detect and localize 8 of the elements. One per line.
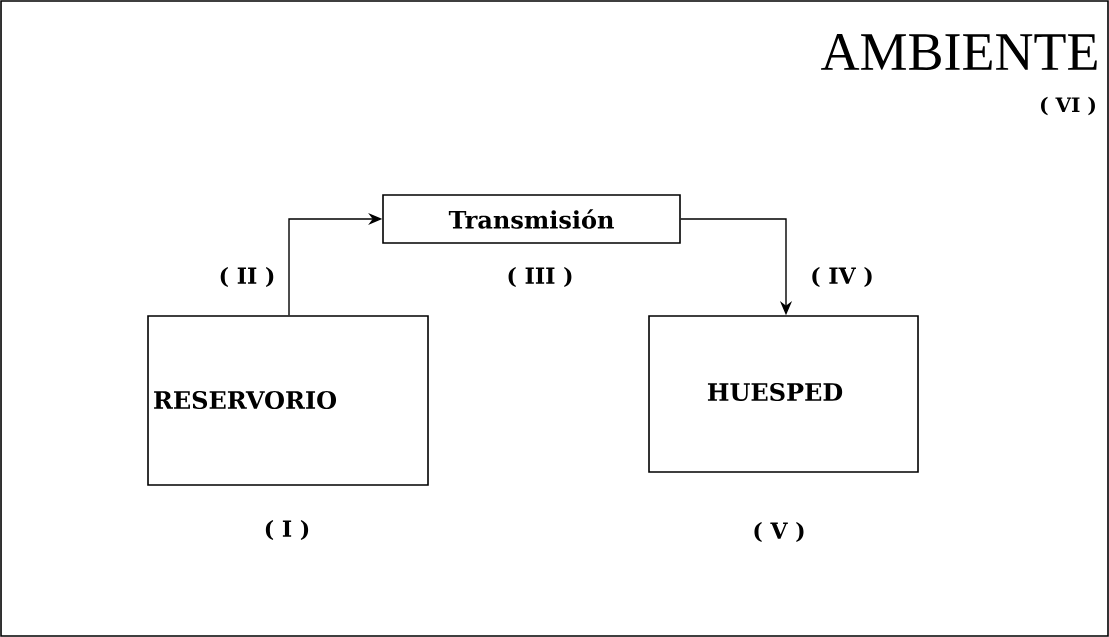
process-box: RESERVORIO [147, 315, 429, 486]
edge-label: ( IV ) [808, 264, 876, 290]
edge-label: ( II ) [216, 264, 278, 290]
node-caption: ( I ) [265, 519, 309, 541]
process-box: HUESPED [648, 315, 919, 473]
node-caption: ( III ) [508, 266, 572, 288]
node-caption: ( V ) [754, 521, 804, 543]
process-box: Transmisión [382, 194, 681, 244]
